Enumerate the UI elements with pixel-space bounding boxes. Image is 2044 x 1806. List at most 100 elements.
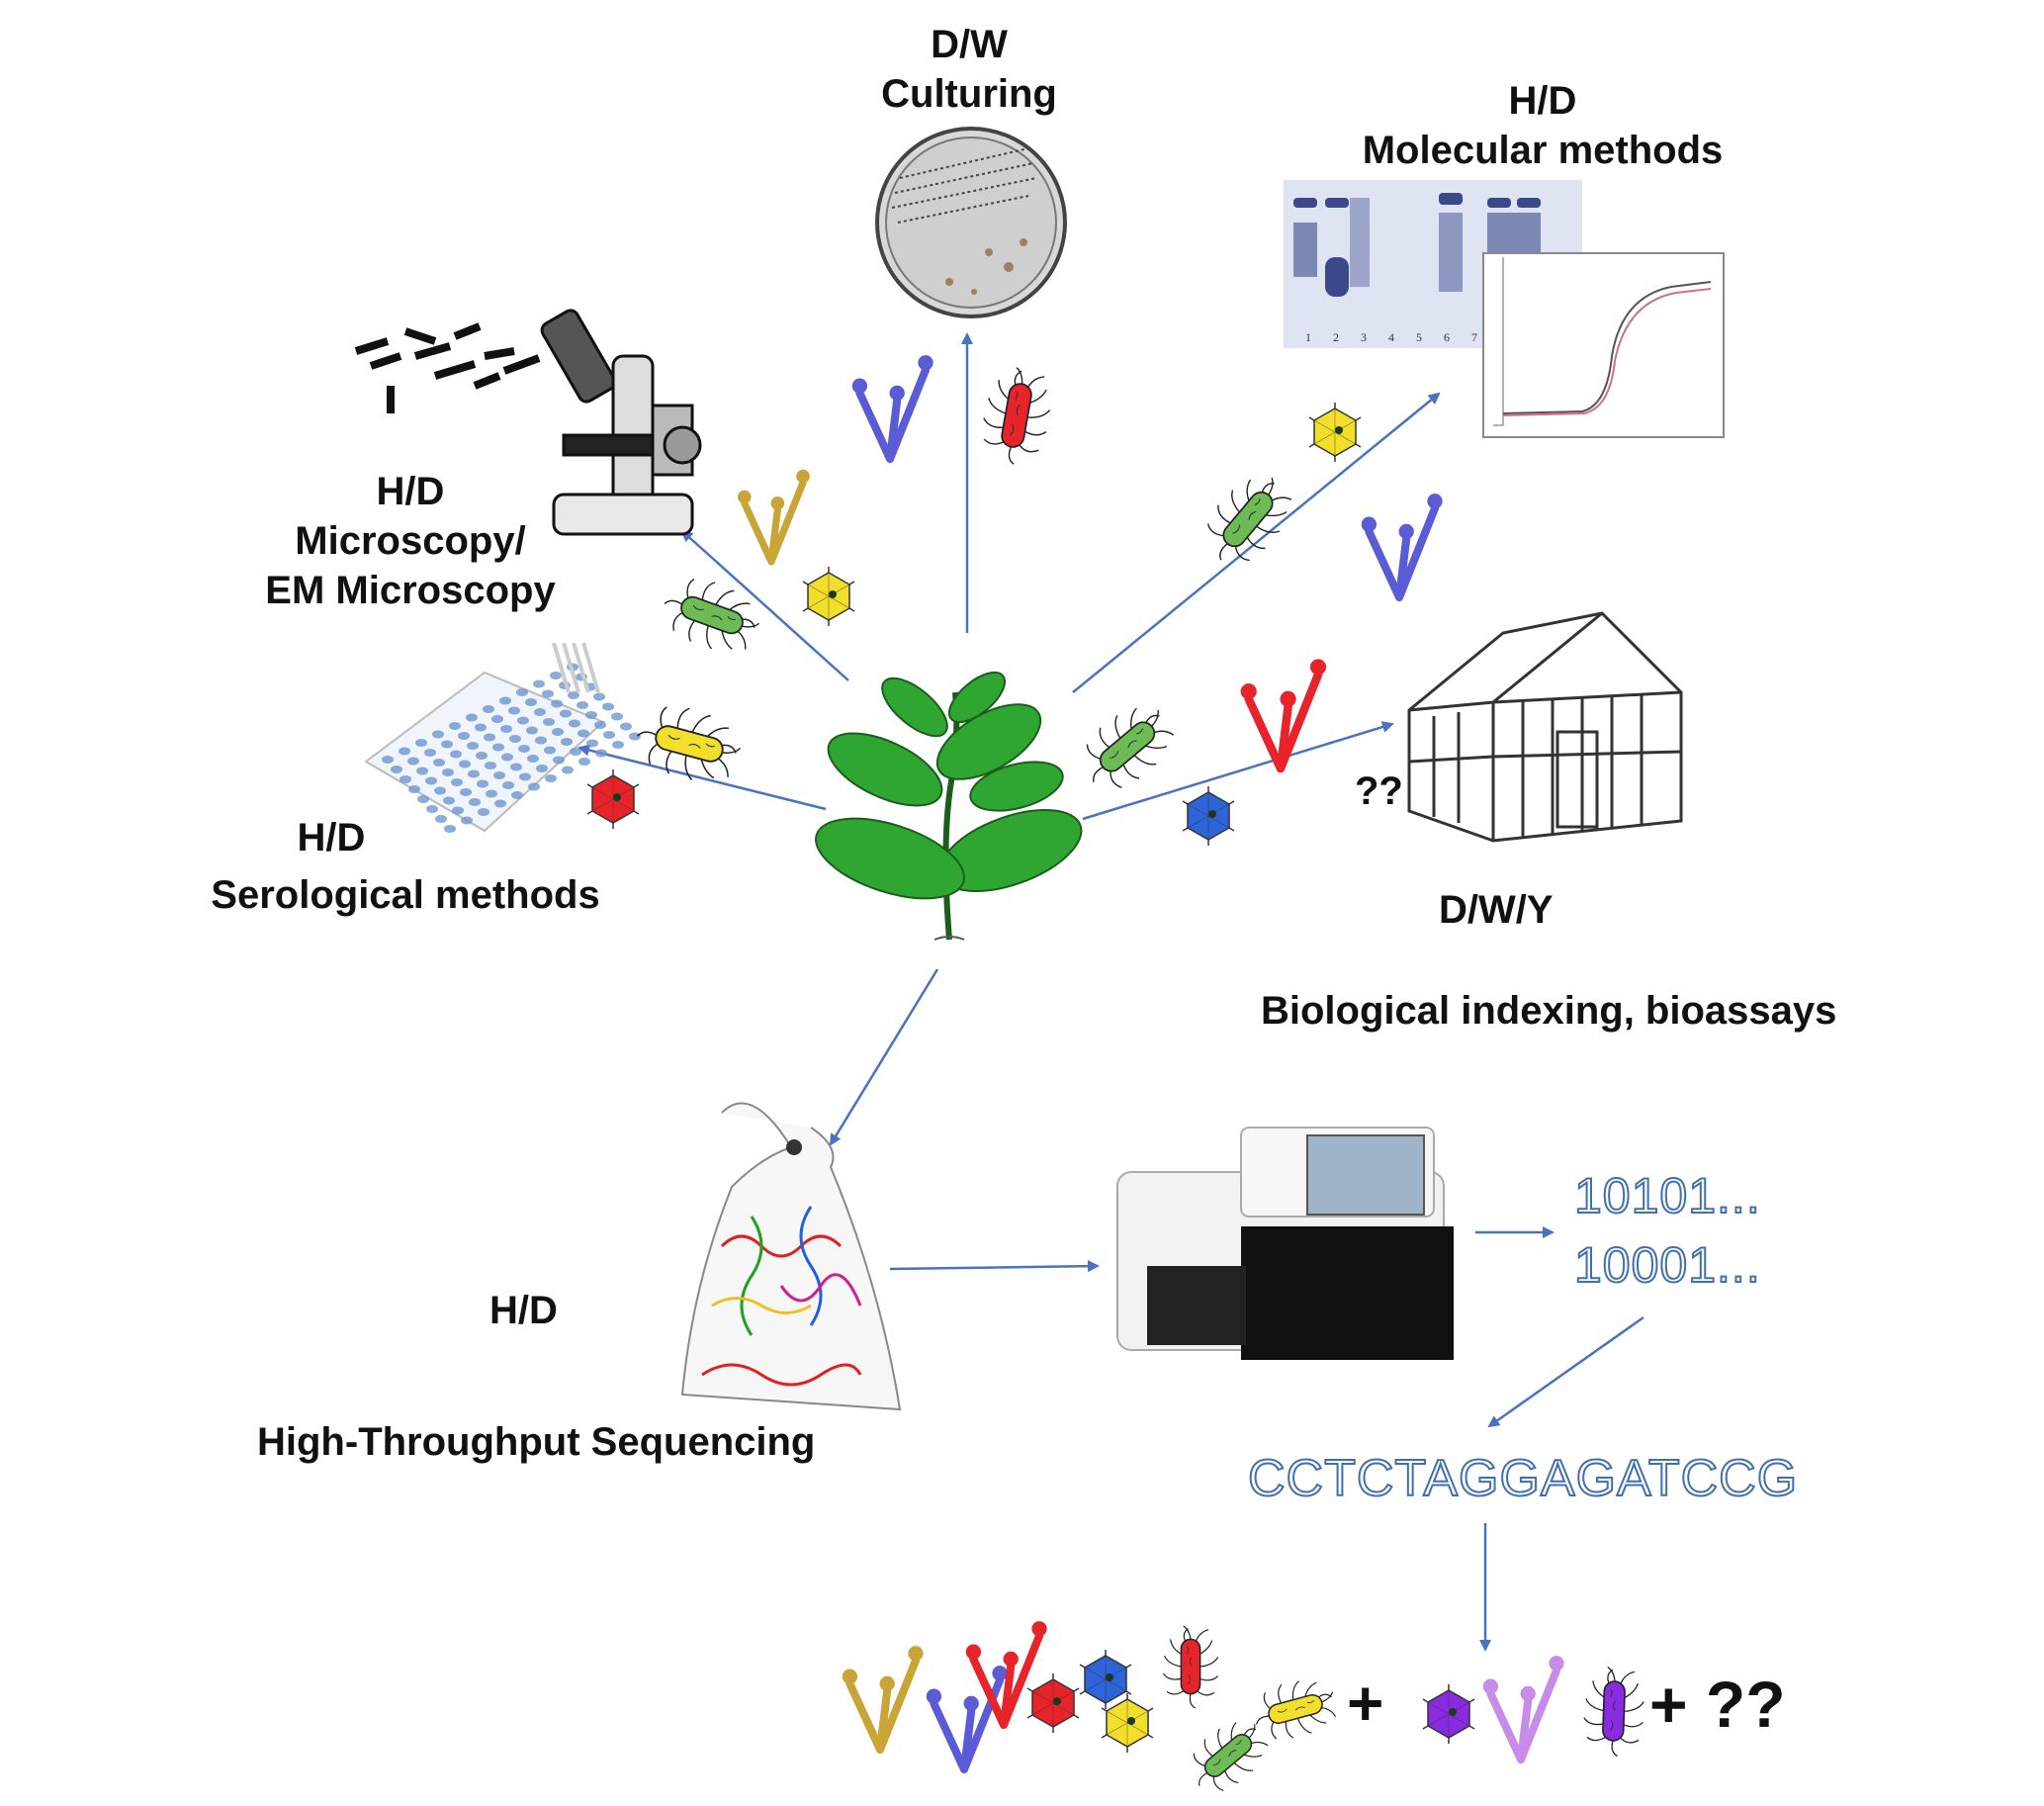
bacterium-icon [655, 568, 768, 663]
greenhouse-icon [1407, 611, 1683, 843]
virus-particle-icon [738, 470, 809, 562]
elisa-well [595, 749, 607, 758]
elisa-well [516, 688, 528, 696]
elisa-well [415, 739, 427, 747]
culturing-name: Culturing [881, 72, 1057, 116]
serological-label: H/D Serological methods [198, 813, 613, 920]
virion-icon [1026, 1672, 1080, 1734]
elisa-well [578, 729, 589, 738]
bacterium-icon [1068, 690, 1186, 804]
elisa-well [461, 816, 473, 825]
elisa-well [500, 725, 512, 733]
virus-particle-icon [843, 1647, 923, 1750]
elisa-well [485, 762, 496, 769]
elisa-well [499, 696, 511, 705]
greenhouse-unknown: ?? [1355, 769, 1403, 813]
elisa-well [467, 742, 479, 750]
microscopy-line1: Microscopy/ [295, 519, 526, 563]
elisa-well [451, 778, 463, 786]
virus-particle-icon [852, 356, 933, 459]
elisa-well [518, 745, 530, 753]
virus-particle-icon [1362, 495, 1442, 597]
virus-particle-icon [1241, 660, 1326, 768]
elisa-well [501, 753, 513, 762]
elisa-well [508, 706, 520, 715]
elisa-well [492, 743, 504, 752]
elisa-well [527, 755, 539, 763]
virion-icon [1101, 1692, 1154, 1754]
virion-icon [1422, 1683, 1475, 1745]
plant-icon [815, 671, 1083, 941]
elisa-well [602, 702, 614, 711]
hts-code: H/D [489, 1289, 558, 1332]
arrow-to-molecular [1072, 392, 1441, 693]
virion-icon [1308, 402, 1362, 463]
elisa-well [475, 723, 487, 732]
elisa-well [476, 752, 488, 760]
elisa-well [525, 698, 537, 706]
molecular-name: Molecular methods [1362, 129, 1724, 172]
elisa-well [459, 760, 471, 768]
elisa-well [570, 748, 581, 756]
elisa-well [536, 765, 548, 772]
virion-icon [1079, 1649, 1132, 1710]
elisa-well [586, 739, 598, 748]
gel-lane-number: 4 [1388, 330, 1394, 344]
microscopy-line2: EM Microscopy [265, 569, 556, 612]
elisa-well [561, 738, 573, 746]
elisa-well [543, 718, 555, 726]
elisa-well [435, 815, 447, 823]
binary-line-1: 10101... [1573, 1167, 1761, 1224]
elisa-well [509, 735, 521, 743]
elisa-well [424, 749, 436, 757]
greenhouse-code: D/W/Y [1439, 888, 1554, 932]
petri-dish-icon [875, 127, 1067, 318]
bacterium-icon [629, 696, 749, 791]
elisa-well [443, 796, 455, 805]
elisa-well [550, 672, 562, 679]
gel-lane-number: 2 [1333, 330, 1339, 344]
virus-particle-icon [1483, 1657, 1563, 1760]
arrow-to-greenhouse [1082, 721, 1394, 821]
elisa-well [612, 741, 624, 749]
microscopy-label: H/D Microscopy/ EM Microscopy [213, 467, 608, 615]
virus-particle-icon [927, 1667, 1007, 1769]
microscope-icon [540, 309, 702, 536]
sequencer-machine-icon [1116, 1127, 1454, 1360]
elisa-well [400, 775, 411, 783]
elisa-well [568, 691, 579, 699]
culturing-label: D/W Culturing [870, 20, 1068, 119]
elisa-well [442, 768, 454, 776]
elisa-well [433, 759, 445, 767]
elisa-well [535, 736, 547, 745]
elisa-well [450, 750, 462, 759]
elisa-well [407, 757, 419, 766]
elisa-well [483, 705, 494, 713]
elisa-well [629, 732, 641, 741]
elisa-well [544, 746, 556, 755]
elisa-well [417, 795, 429, 803]
elisa-well [441, 740, 453, 749]
elisa-well [408, 785, 420, 793]
elisa-well [399, 747, 410, 756]
elisa-well [526, 726, 538, 735]
gel-lane-number: 7 [1471, 330, 1477, 344]
elisa-well [466, 713, 478, 722]
elisa-well [542, 689, 554, 698]
arrow-bag-to-sequencer [889, 1260, 1100, 1273]
hts-name: High-Throughput Sequencing [257, 1420, 816, 1464]
elisa-well [553, 756, 565, 765]
elisa-well [460, 788, 472, 796]
elisa-well [603, 731, 615, 739]
elisa-well [478, 808, 489, 816]
elisa-well [510, 763, 522, 771]
elisa-well [434, 786, 446, 795]
elisa-well [493, 771, 505, 779]
elisa-well [432, 730, 444, 739]
elisa-well [511, 791, 523, 799]
binary-line-2: 10001... [1573, 1236, 1761, 1294]
elisa-well [382, 756, 394, 764]
elisa-well [534, 708, 546, 716]
